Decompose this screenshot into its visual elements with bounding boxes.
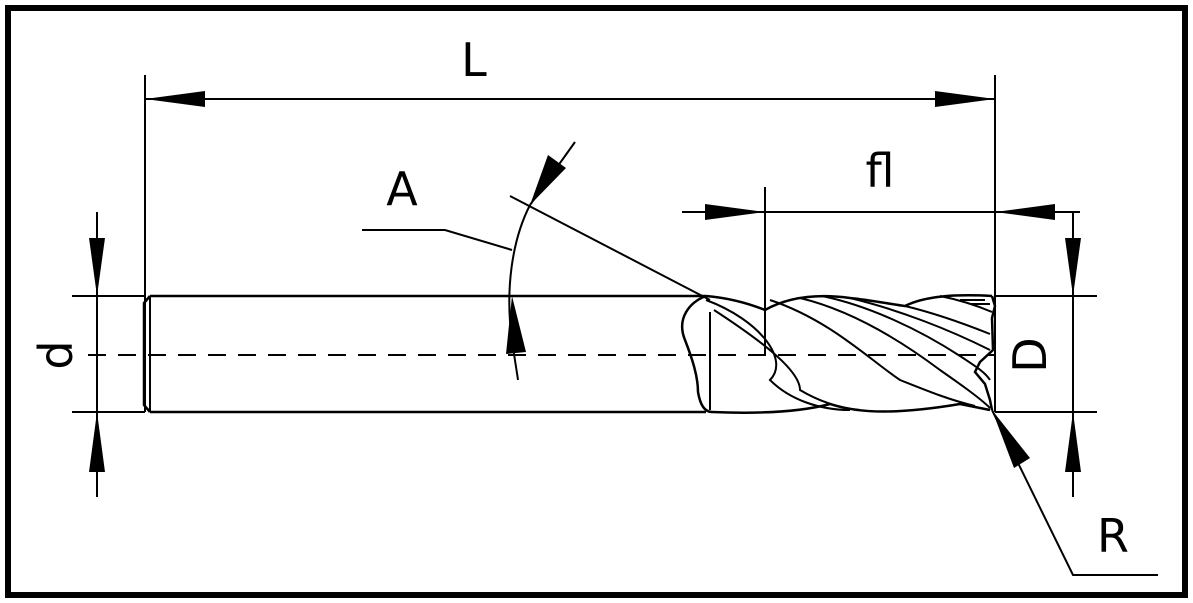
length-label: L — [461, 33, 487, 87]
shank-arrow-bottom — [89, 412, 105, 472]
angle-arrow-top — [530, 155, 566, 205]
radius-arrow — [992, 410, 1030, 468]
cutting-diameter-dimension: D — [995, 212, 1097, 497]
flute-length-label: fl — [866, 144, 895, 198]
flute-length-dimension: fl — [682, 144, 1080, 355]
radius-label: R — [1097, 509, 1129, 563]
fluted-cutting-section — [680, 294, 997, 414]
angle-arrow-bottom — [506, 296, 526, 354]
flute-length-arrow-left — [705, 204, 765, 220]
length-arrow-right — [935, 91, 995, 107]
angle-label: A — [386, 162, 418, 216]
shank-diameter-label: d — [29, 340, 83, 369]
cutting-diameter-label: D — [1003, 337, 1057, 372]
shank-arrow-top — [89, 238, 105, 296]
corner-radius-annotation: R — [991, 409, 1158, 576]
cutting-arrow-top — [1065, 238, 1081, 296]
drawing-frame — [5, 5, 1188, 598]
cutting-arrow-bottom — [1065, 412, 1081, 472]
flute-length-arrow-right — [995, 204, 1055, 220]
length-arrow-left — [145, 91, 205, 107]
shank-body — [142, 294, 706, 414]
helix-angle-annotation: A — [362, 141, 711, 381]
